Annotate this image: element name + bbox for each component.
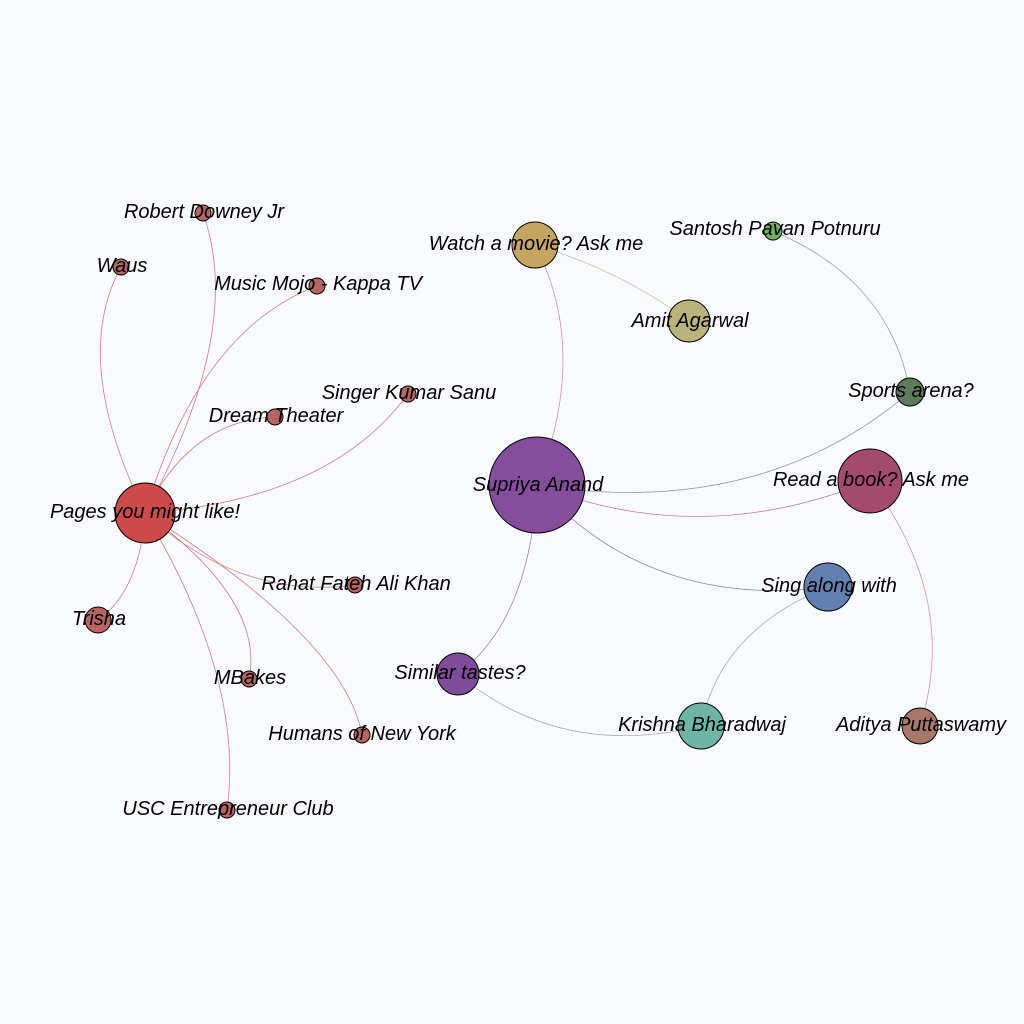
edge-pages-humans [144,512,363,736]
edge-pages-usc [144,512,231,811]
node-label-waus: Waus [97,255,148,277]
node-label-musicmojo: Music Mojo - Kappa TV [214,273,424,295]
node-usc[interactable] [218,801,236,819]
node-sports[interactable] [895,377,925,407]
node-label-dreamtheater: Dream Theater [209,405,345,427]
node-label-trisha: Trisha [72,608,126,630]
node-label-similar: Similar tastes? [394,662,526,684]
node-kumarsanu[interactable] [399,385,417,403]
node-label-watchmovie: Watch a movie? Ask me [429,233,644,255]
edge-pages-waus [99,266,146,514]
node-label-amit: Amit Agarwal [630,310,749,332]
edge-sports-supriya [536,391,911,493]
node-label-aditya: Aditya Puttaswamy [835,714,1007,736]
node-waus[interactable] [112,258,130,276]
node-similar[interactable] [436,652,480,696]
node-trisha[interactable] [84,606,112,634]
edge-pages-kumarsanu [144,393,409,514]
edge-singalong-krishna [700,586,829,727]
edge-pages-rahat [144,512,356,588]
node-label-humans: Humans of New York [268,723,456,745]
node-label-mbakes: MBakes [214,667,286,689]
node-label-krishna: Krishna Bharadwaj [618,714,786,736]
edge-similar-krishna [457,673,702,737]
node-humans[interactable] [353,726,371,744]
node-label-usc: USC Entrepreneur Club [122,798,333,820]
node-readbook[interactable] [837,448,903,514]
node-label-readbook: Read a book? Ask me [773,469,969,491]
node-robert[interactable] [194,204,212,222]
edge-pages-robert [144,212,216,514]
nodes-layer [84,204,939,819]
node-krishna[interactable] [677,702,725,750]
edge-santosh-sports [772,230,911,393]
node-label-rahat: Rahat Fateh Ali Khan [261,573,450,595]
node-santosh[interactable] [763,221,783,241]
node-label-kumarsanu: Singer Kumar Sanu [322,382,497,404]
node-mbakes[interactable] [240,670,258,688]
node-dreamtheater[interactable] [266,408,284,426]
node-label-singalong: Sing along with [761,575,897,597]
node-label-pages: Pages you might like! [50,501,241,523]
edge-pages-musicmojo [144,285,318,514]
node-amit[interactable] [667,299,711,343]
node-label-sports: Sports arena? [848,380,975,402]
node-label-robert: Robert Downey Jr [124,201,285,223]
node-watchmovie[interactable] [511,221,559,269]
edge-readbook-aditya [869,480,933,727]
node-supriya[interactable] [488,436,586,534]
node-label-santosh: Santosh Pavan Potnuru [669,218,880,240]
node-label-supriya: Supriya Anand [473,474,604,496]
node-rahat[interactable] [346,576,364,594]
labels-layer: Pages you might like! Robert Downey Jr Wau… [50,201,1007,820]
edge-pages-mbakes [144,512,252,680]
node-pages[interactable] [114,482,176,544]
node-aditya[interactable] [901,707,939,745]
node-singalong[interactable] [803,562,853,612]
node-musicmojo[interactable] [308,277,326,295]
